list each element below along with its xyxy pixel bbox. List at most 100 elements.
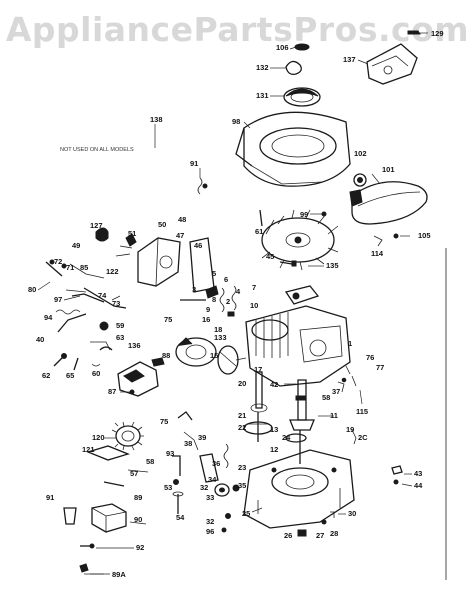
callout-35: 35	[238, 481, 246, 490]
plug-43-44	[391, 465, 403, 485]
callout-133: 133	[214, 333, 227, 342]
ring-131	[283, 87, 321, 107]
callout-24: 24	[282, 433, 291, 442]
filter-90	[91, 503, 127, 533]
gasket-133	[217, 345, 239, 375]
part-57	[127, 469, 149, 473]
callout-98: 98	[232, 117, 240, 126]
callout-12: 12	[270, 445, 278, 454]
callout-23: 23	[238, 463, 246, 472]
spring-60	[91, 363, 101, 367]
callout-49: 49	[72, 241, 80, 250]
cylinder-block-1	[245, 305, 351, 387]
callout-71: 71	[66, 263, 74, 272]
carburetor-46	[137, 237, 215, 293]
callout-20: 20	[238, 379, 246, 388]
callout-91b: 91	[46, 493, 54, 502]
air-cleaner-101	[349, 181, 428, 225]
leader-lines	[37, 46, 413, 575]
callout-38: 38	[184, 439, 192, 448]
governor-parts-75	[177, 411, 199, 451]
callout-136: 136	[128, 341, 141, 350]
callout-129: 129	[431, 29, 444, 38]
callout-89: 89	[134, 493, 142, 502]
callout-34: 34	[208, 475, 217, 484]
bracket-36	[199, 453, 219, 483]
linkage-72-80	[45, 259, 105, 293]
callout-27: 27	[316, 531, 324, 540]
callout-47: 47	[176, 231, 184, 240]
washer-33-35	[214, 483, 240, 497]
callout-89a: 89A	[112, 570, 126, 579]
starter-137	[366, 43, 418, 85]
governor-lever-74	[71, 287, 127, 309]
callout-15: 15	[210, 351, 218, 360]
valve-parts-2-10	[180, 285, 237, 317]
callout-19: 19	[346, 425, 354, 434]
callout-75b: 75	[160, 417, 168, 426]
callout-7: 7	[252, 283, 256, 292]
screw-32-96	[221, 513, 231, 533]
callout-57: 57	[130, 469, 138, 478]
callout-33: 33	[206, 493, 214, 502]
spring-88	[151, 357, 165, 367]
part-89	[103, 481, 125, 487]
callout-61: 61	[255, 227, 263, 236]
callout-45: 45	[266, 252, 274, 261]
callout-80: 80	[28, 285, 36, 294]
parts-37-58	[337, 381, 345, 393]
callout-131: 131	[256, 91, 269, 100]
nut-45	[279, 260, 297, 267]
callout-22: 22	[238, 423, 246, 432]
callout-105: 105	[418, 231, 431, 240]
callout-114: 114	[371, 249, 384, 258]
gear-120	[111, 421, 144, 451]
parts-76-77	[341, 365, 357, 387]
screw-92	[80, 543, 95, 549]
parts-19-2c	[351, 429, 357, 445]
callout-65: 65	[66, 371, 74, 380]
callout-121: 121	[82, 445, 95, 454]
callout-18: 18	[214, 325, 222, 334]
callout-74: 74	[98, 291, 107, 300]
callout-40: 40	[36, 335, 44, 344]
callout-102: 102	[354, 149, 367, 158]
part-89a	[79, 563, 104, 575]
washer-106	[294, 43, 310, 51]
callout-115: 115	[356, 407, 368, 416]
callout-8: 8	[212, 295, 216, 304]
link-62-65	[53, 353, 79, 371]
callout-132: 132	[256, 63, 269, 72]
callout-43: 43	[414, 469, 422, 478]
callout-77: 77	[376, 363, 384, 372]
callout-13: 13	[270, 425, 278, 434]
callout-32a: 32	[200, 483, 208, 492]
part-53-54	[172, 491, 184, 514]
callout-62: 62	[42, 371, 50, 380]
parts-105-114	[373, 233, 399, 247]
pulley-132	[285, 60, 302, 75]
callout-21: 21	[238, 411, 246, 420]
plug-91b	[63, 507, 77, 525]
callout-58b: 58	[146, 457, 154, 466]
link-40	[57, 313, 87, 333]
blower-housing-98	[235, 111, 351, 187]
callout-92: 92	[136, 543, 144, 552]
callout-127: 127	[90, 221, 103, 230]
callout-4: 4	[236, 287, 241, 296]
callout-72: 72	[54, 257, 62, 266]
callout-93: 93	[166, 449, 174, 458]
pin-61	[259, 209, 263, 227]
nut-87	[120, 389, 135, 395]
callout-3: 3	[192, 285, 196, 294]
note-text: NOT USED ON ALL MODELS	[60, 147, 134, 153]
needle-parts-59-63	[90, 321, 113, 351]
callout-46: 46	[194, 241, 202, 250]
callout-30: 30	[348, 509, 356, 518]
callout-36: 36	[212, 459, 220, 468]
callout-59: 59	[116, 321, 124, 330]
callout-120: 120	[92, 433, 105, 442]
callout-26: 26	[284, 531, 292, 540]
callout-106: 106	[276, 43, 289, 52]
